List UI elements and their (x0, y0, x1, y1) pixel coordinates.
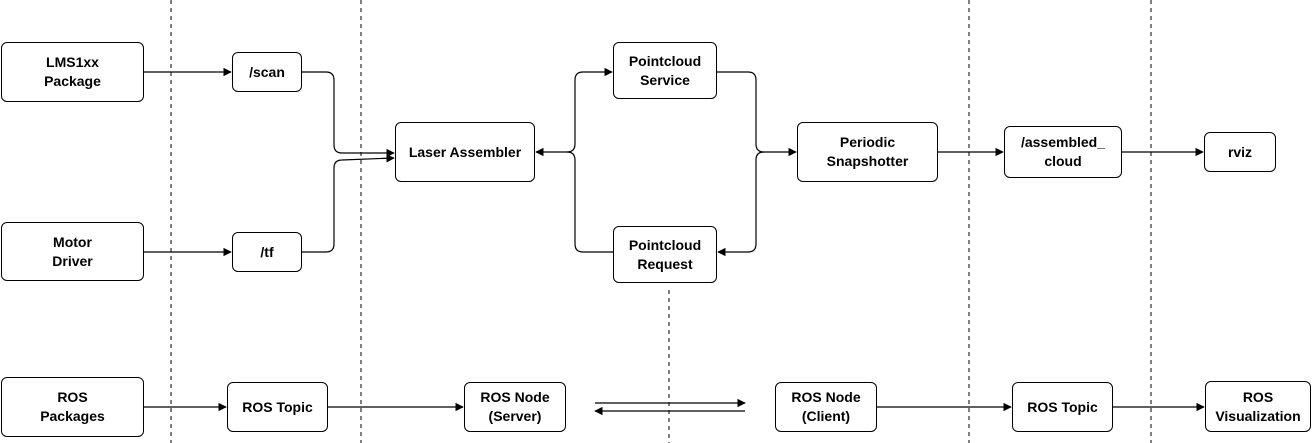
edge-periodic-to-pcr (717, 151, 765, 257)
edge-tf-to-laser (302, 154, 395, 253)
legend-label: ROS Node (Client) (791, 389, 861, 424)
legend-label: ROS Topic (242, 398, 313, 415)
legend-ros-node-client: ROS Node (Client) (775, 382, 877, 432)
node-label: /scan (249, 63, 285, 80)
legend-ros-visualization: ROS Visualization (1205, 381, 1311, 432)
node-laser-assembler: Laser Assembler (395, 122, 535, 182)
node-label: /assembled_ cloud (1020, 134, 1106, 169)
separator-lines (170, 0, 1152, 443)
edge-pcr-to-laser (566, 151, 613, 253)
connectors (144, 67, 1205, 416)
legend-ros-topic-2: ROS Topic (1012, 382, 1113, 432)
legend-label: ROS Topic (1027, 398, 1098, 415)
legend-label: ROS Packages (40, 389, 105, 424)
legend-ros-node-server: ROS Node (Server) (464, 382, 566, 432)
node-label: rviz (1227, 143, 1253, 160)
node-label: /tf (260, 243, 274, 260)
node-label: LMS1xx Package (44, 54, 101, 89)
node-label: Pointcloud Service (628, 52, 702, 88)
edge-laser-to-pcs (535, 67, 613, 157)
node-motor-driver: Motor Driver (1, 222, 144, 281)
node-pointcloud-request: Pointcloud Request (613, 226, 717, 283)
legend-label: ROS Node (Server) (480, 389, 550, 424)
legend-ros-packages: ROS Packages (1, 377, 144, 437)
node-assembled-cloud: /assembled_ cloud (1004, 126, 1122, 178)
node-label: Periodic Snapshotter (826, 134, 909, 169)
node-label: Laser Assembler (408, 143, 522, 160)
node-scan-topic: /scan (232, 52, 302, 92)
node-label: Pointcloud Request (628, 236, 702, 272)
node-lms1xx-package: LMS1xx Package (1, 42, 144, 102)
edge-scan-to-laser (302, 71, 395, 158)
node-tf-topic: /tf (232, 232, 302, 272)
legend-label: ROS Visualization (1215, 388, 1301, 424)
node-pointcloud-service: Pointcloud Service (613, 42, 717, 99)
edge-pcs-to-periodic (717, 71, 797, 157)
node-periodic-snapshotter: Periodic Snapshotter (797, 122, 938, 182)
legend-ros-topic: ROS Topic (227, 382, 328, 432)
node-label: Motor Driver (52, 233, 93, 269)
node-rviz: rviz (1204, 132, 1276, 172)
